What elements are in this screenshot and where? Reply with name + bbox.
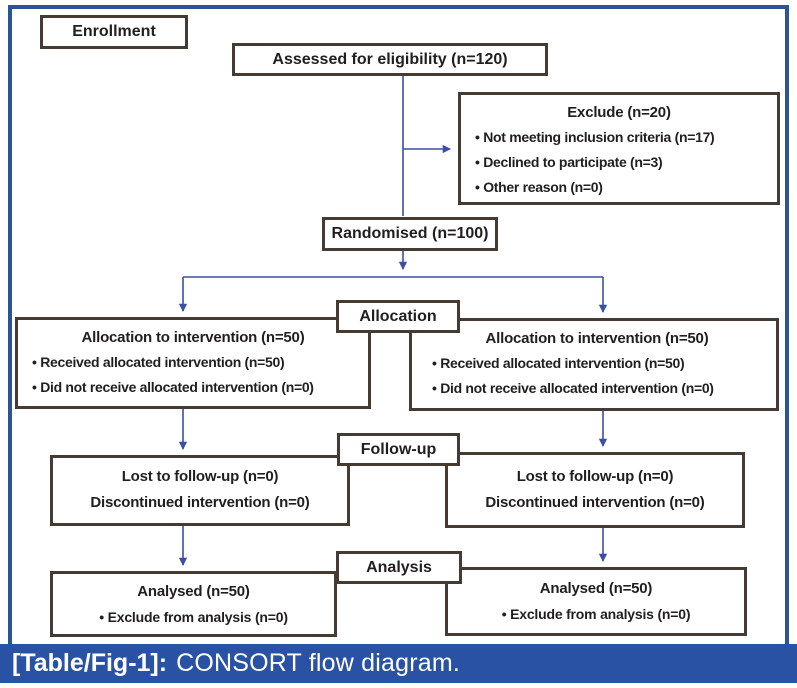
bullet-item: • Did not receive allocated intervention… <box>32 379 314 395</box>
bullet-item: • Received allocated intervention (n=50) <box>432 355 685 371</box>
allocation-right-title: Allocation to intervention (n=50) <box>485 330 709 347</box>
analysis-label-box: Analysis <box>336 551 462 584</box>
followup-line: Discontinued intervention (n=0) <box>90 494 310 511</box>
connector-lines <box>178 76 608 567</box>
enrollment-label-box: Enrollment <box>40 15 188 49</box>
randomised-box: Randomised (n=100) <box>322 217 498 251</box>
assessed-eligibility-box: Assessed for eligibility (n=120) <box>232 43 548 76</box>
analysis-title: Analysed (n=50) <box>137 583 250 600</box>
exclude-box: Exclude (n=20) • Not meeting inclusion c… <box>458 92 780 205</box>
followup-label-box: Follow-up <box>337 433 460 466</box>
bullet-item: • Exclude from analysis (n=0) <box>501 606 691 622</box>
figure-caption-bar: [Table/Fig-1]: CONSORT flow diagram. <box>0 644 797 683</box>
bullet-item: • Other reason (n=0) <box>475 179 603 195</box>
analysis-title: Analysed (n=50) <box>539 580 653 597</box>
bullet-item: • Did not receive allocated intervention… <box>432 380 714 396</box>
allocation-label-box: Allocation <box>336 300 460 333</box>
followup-line: Discontinued intervention (n=0) <box>485 494 705 511</box>
allocation-left-title: Allocation to intervention (n=50) <box>81 329 305 346</box>
bullet-item: • Not meeting inclusion criteria (n=17) <box>475 129 715 145</box>
exclude-title: Exclude (n=20) <box>567 104 671 121</box>
followup-right-box: Lost to follow-up (n=0) Discontinued int… <box>445 452 745 528</box>
followup-line: Lost to follow-up (n=0) <box>516 468 674 485</box>
analysis-left-box: Analysed (n=50) • Exclude from analysis … <box>50 571 337 637</box>
allocation-right-box: Allocation to intervention (n=50) • Rece… <box>409 318 779 411</box>
allocation-left-box: Allocation to intervention (n=50) • Rece… <box>15 317 371 409</box>
followup-line: Lost to follow-up (n=0) <box>121 468 279 485</box>
bullet-item: • Exclude from analysis (n=0) <box>99 609 288 625</box>
caption-text: CONSORT flow diagram. <box>176 649 460 677</box>
bullet-item: • Declined to participate (n=3) <box>475 154 663 170</box>
analysis-right-box: Analysed (n=50) • Exclude from analysis … <box>445 567 747 636</box>
followup-left-box: Lost to follow-up (n=0) Discontinued int… <box>50 455 350 526</box>
bullet-item: • Received allocated intervention (n=50) <box>32 354 285 370</box>
caption-prefix: [Table/Fig-1]: <box>12 649 168 677</box>
